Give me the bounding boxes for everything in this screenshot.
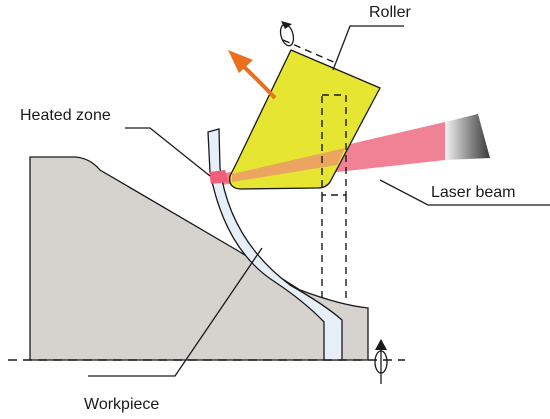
rotation-arrow-icon: [374, 339, 388, 384]
laser-beam-overlay: [232, 148, 345, 182]
label-roller: Roller: [369, 4, 411, 21]
label-laser-beam: Laser beam: [431, 184, 516, 201]
label-workpiece: Workpiece: [84, 396, 159, 413]
heated-zone: [209, 170, 229, 184]
roller: [229, 49, 381, 190]
roller-leader: [332, 25, 404, 71]
laser-beam-leader: [379, 179, 550, 206]
leader-lines: [88, 25, 550, 377]
curved-arrow-icon: [228, 50, 277, 100]
laser-head-icon: [445, 114, 490, 160]
roller-axis: [282, 39, 347, 298]
label-heated-zone: Heated zone: [20, 107, 111, 124]
heated-zone-leader: [125, 127, 211, 177]
workpiece-leader: [88, 247, 263, 377]
rotation-arrow-icon: [279, 21, 295, 47]
